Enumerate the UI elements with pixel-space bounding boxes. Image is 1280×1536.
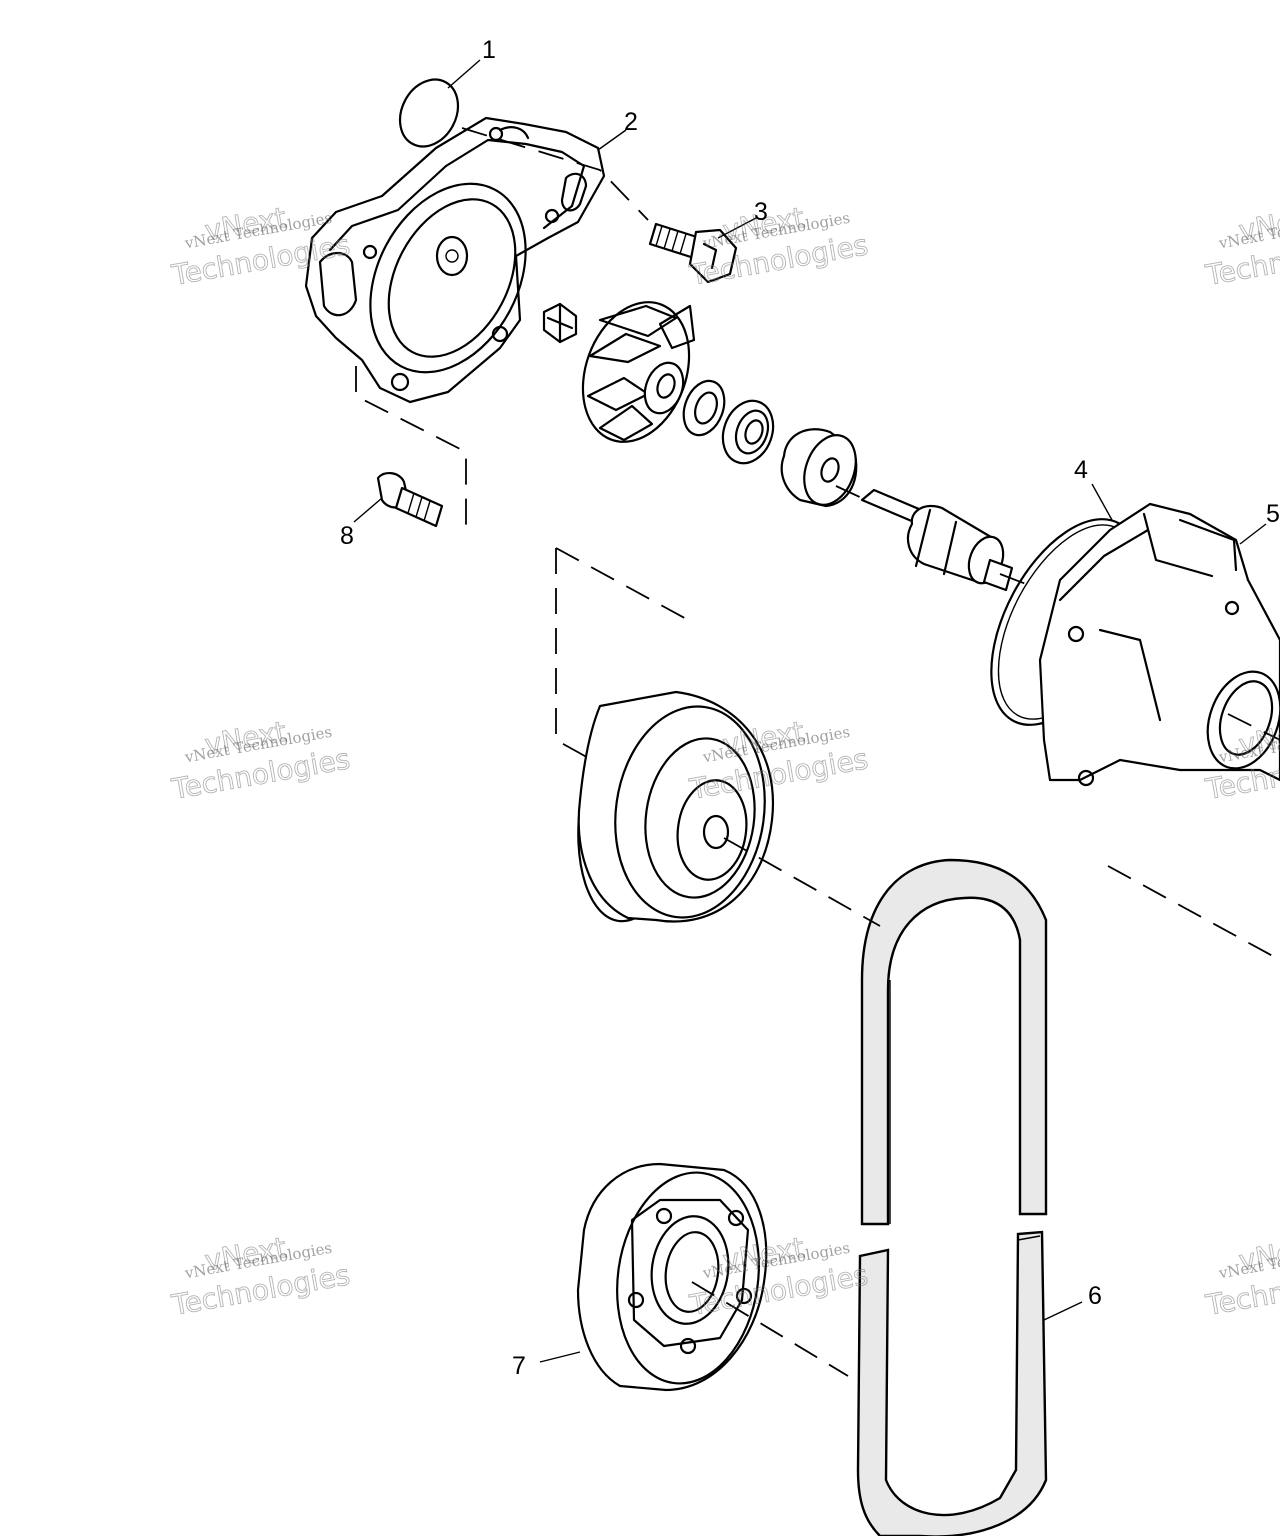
drive-belt-part-6 xyxy=(856,858,1048,1536)
callout-5: 5 xyxy=(1266,500,1280,528)
seal-cup xyxy=(780,428,858,508)
leader-lines xyxy=(353,59,1267,1363)
callout-4: 4 xyxy=(1074,456,1088,484)
callout-6: 6 xyxy=(1088,1282,1102,1310)
pump-cover-part-2 xyxy=(304,116,606,404)
callout-labels: 1 2 3 4 5 6 7 8 xyxy=(340,36,1280,1380)
bolt-part-3 xyxy=(648,222,738,284)
pump-housing-part-5 xyxy=(1038,502,1280,787)
callout-8: 8 xyxy=(340,522,354,550)
callout-1: 1 xyxy=(482,36,496,64)
drive-pulley-part-7 xyxy=(576,1162,768,1392)
callout-7: 7 xyxy=(512,1352,526,1380)
alignment-lines xyxy=(355,127,1280,1377)
impeller xyxy=(581,301,696,443)
watermark: vNext vNext Technologies Technologies xyxy=(168,714,353,806)
callout-3: 3 xyxy=(754,198,768,226)
mechanical-seal xyxy=(721,399,775,465)
watermark: vNext vNext Technologies Technologies xyxy=(686,200,871,292)
pump-shaft-bearing xyxy=(860,488,1014,592)
seal-washer xyxy=(682,379,726,437)
watermark: vNext vNext Technologies Technologies xyxy=(1202,1230,1280,1322)
impeller-nut xyxy=(542,302,578,344)
cap-screw-part-8 xyxy=(376,472,444,528)
watermark: vNext vNext Technologies Technologies xyxy=(168,1230,353,1322)
driven-pulley xyxy=(577,690,775,923)
watermark: vNext vNext Technologies Technologies xyxy=(1202,200,1280,292)
callout-2: 2 xyxy=(624,108,638,136)
o-ring-part-1 xyxy=(398,78,460,148)
